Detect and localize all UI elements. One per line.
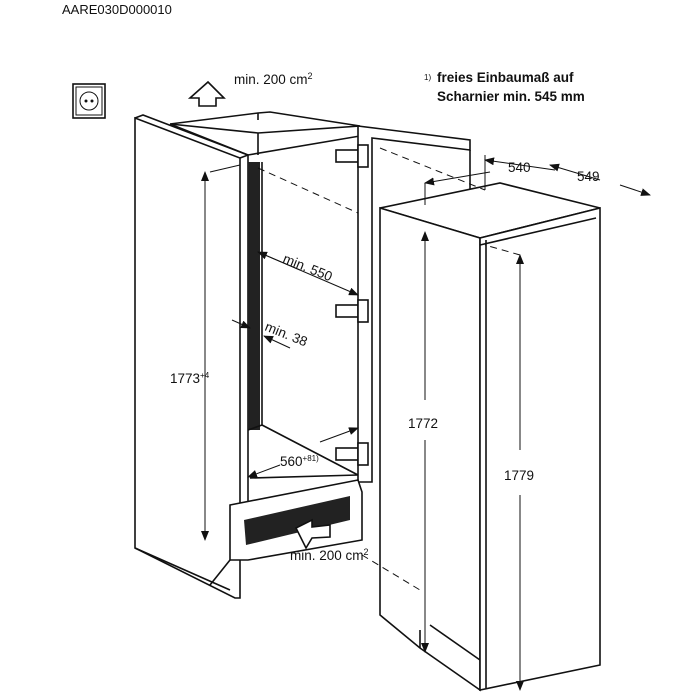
dim-appliance-depth: 549 (577, 169, 600, 184)
hinge-icon (335, 144, 369, 168)
drawing-id: AARE030D000010 (62, 2, 172, 17)
ventilation-top-label: min. 200 cm2 (234, 71, 313, 87)
svg-text:Scharnier min. 545 mm: Scharnier min. 545 mm (437, 89, 585, 104)
kitchen-cabinet (134, 111, 471, 599)
footnote: 1) freies Einbaumaß auf Scharnier min. 5… (424, 70, 585, 104)
svg-text:min. 200 cm2: min. 200 cm2 (290, 547, 369, 563)
svg-text:1): 1) (424, 73, 431, 82)
svg-text:freies Einbaumaß auf: freies Einbaumaß auf (437, 70, 574, 85)
svg-text:1773+4: 1773+4 (170, 371, 210, 386)
dim-appliance-depth-door: 540 (508, 160, 531, 175)
dim-niche-width: 560+81) (280, 454, 319, 469)
dim-depth-min: min. 550 (281, 251, 335, 284)
air-inflow-arrow-icon (294, 518, 331, 550)
hinge-icon (335, 299, 369, 323)
dim-rear-gap: min. 38 (263, 319, 310, 349)
hinge-icon (335, 442, 369, 466)
ventilation-bottom-label: min. 200 cm2 (290, 547, 369, 563)
refrigerator-appliance (379, 182, 601, 692)
power-socket-icon (72, 83, 106, 119)
dimension-lines (201, 147, 651, 691)
dim-appliance-height-body: 1772 (408, 416, 438, 431)
dim-niche-height: 1773+4 (170, 371, 210, 386)
svg-text:min. 200 cm2: min. 200 cm2 (234, 71, 313, 87)
svg-text:560+81): 560+81) (280, 454, 319, 469)
dim-appliance-height-total: 1779 (504, 468, 534, 483)
air-outflow-arrow-icon (187, 80, 226, 107)
